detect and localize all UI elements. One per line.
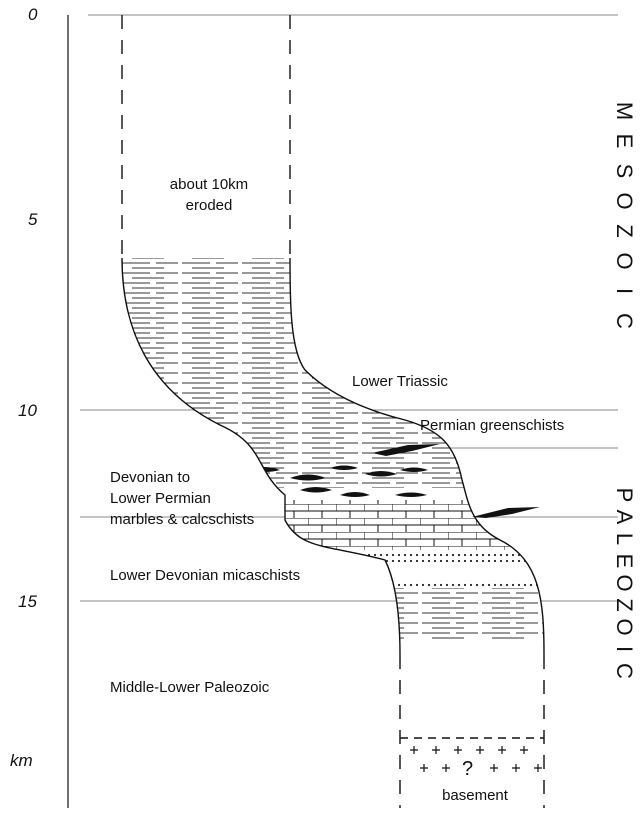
- middle-lower-paleozoic-label: Middle-Lower Paleozoic: [110, 679, 270, 696]
- era-letter: M: [612, 102, 637, 120]
- eroded-label: about 10km: [170, 176, 248, 193]
- depth-unit-label: km: [10, 751, 33, 770]
- era-letter: O: [612, 574, 637, 591]
- era-letter: E: [612, 554, 637, 569]
- column-left-boundary: [121, 257, 401, 656]
- devonian-label: Devonian to: [110, 469, 190, 486]
- era-letter: P: [612, 488, 637, 503]
- devonian-label: marbles & calcschists: [110, 511, 254, 528]
- era-letter: O: [612, 252, 637, 269]
- era-letter: C: [612, 313, 637, 329]
- basement-label: basement: [442, 787, 509, 804]
- era-letter: E: [612, 134, 637, 149]
- lower-devonian-label: Lower Devonian micaschists: [110, 567, 300, 584]
- era-letter: Z: [612, 598, 637, 611]
- era-letter: I: [612, 288, 637, 294]
- depth-tick-label: 0: [28, 5, 38, 24]
- column-right-boundary: [289, 257, 545, 656]
- depth-tick-label: 10: [18, 401, 37, 420]
- devonian-label: Lower Permian: [110, 490, 211, 507]
- thrust-arrow-upper: [372, 444, 440, 456]
- era-letter: O: [612, 618, 637, 635]
- basement-question-mark: ?: [462, 758, 473, 780]
- lower-triassic-label: Lower Triassic: [352, 373, 448, 390]
- column-outline: [121, 15, 545, 808]
- era-letter: L: [612, 533, 637, 545]
- eroded-label: eroded: [186, 197, 233, 214]
- permian-greenschists-label: Permian greenschists: [420, 417, 564, 434]
- era-letter: I: [612, 646, 637, 652]
- era-letter: S: [612, 164, 637, 179]
- depth-tick-label: 15: [18, 592, 37, 611]
- era-letter: A: [612, 510, 637, 525]
- era-letter: O: [612, 192, 637, 209]
- lower-devonian-fill: [122, 588, 544, 640]
- thrust-arrows: [372, 444, 540, 518]
- thrust-arrow-lower: [472, 507, 540, 518]
- era-letter: C: [612, 663, 637, 679]
- sandstone-band-fill: [122, 550, 544, 562]
- era-letter: Z: [612, 224, 637, 237]
- depth-tick-label: 5: [28, 210, 38, 229]
- basement-crosses: [410, 746, 542, 772]
